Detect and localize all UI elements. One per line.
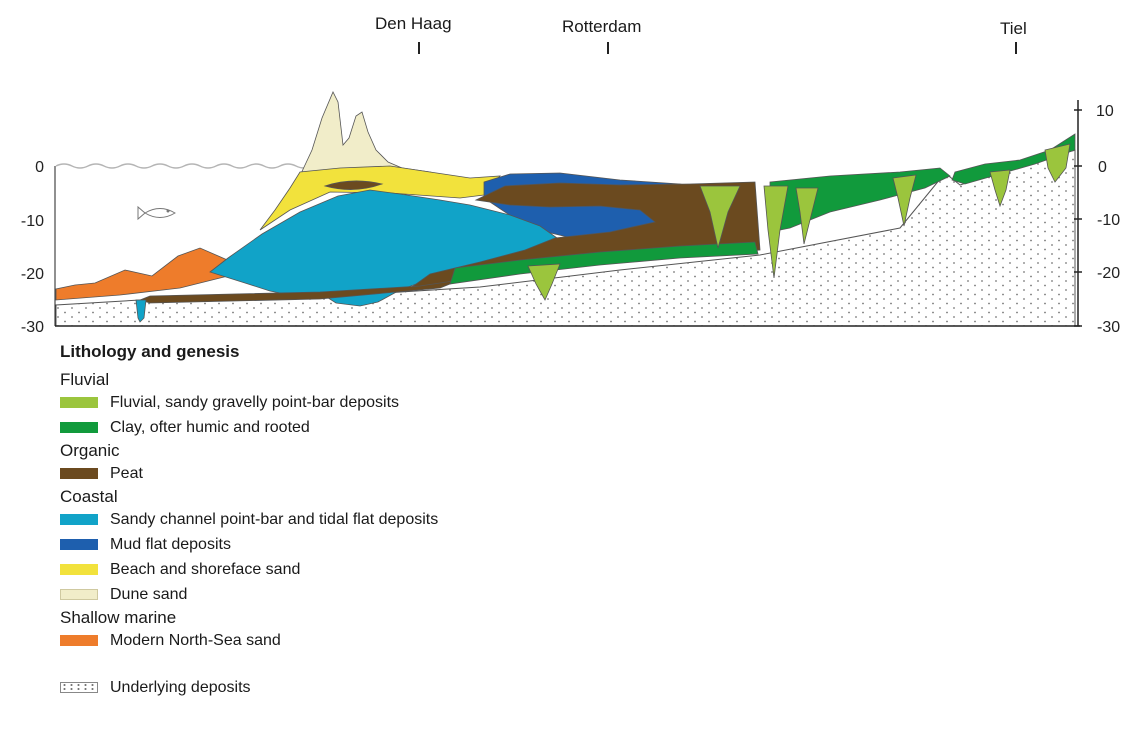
city-label-rotterdam: Rotterdam (562, 17, 642, 36)
legend-swatch (60, 539, 98, 550)
clay-rotterdam (449, 241, 759, 285)
right-tick-label: 10 (1096, 103, 1114, 120)
legend-group-organic: Organic (60, 441, 120, 460)
legend-swatch-dotted (60, 682, 98, 693)
legend-swatch (60, 635, 98, 646)
legend-label: Sandy channel point-bar and tidal flat d… (110, 510, 439, 528)
left-tick-label: -10 (21, 213, 44, 230)
right-tick-label: -10 (1097, 212, 1120, 229)
city-label-tiel: Tiel (1000, 19, 1027, 38)
peat-lens-dune (323, 180, 384, 190)
left-tick-label: -20 (21, 266, 44, 283)
fish-icon (137, 205, 176, 221)
legend-label: Modern North-Sea sand (110, 631, 281, 649)
gully-notch (135, 299, 147, 323)
clay-tiel (951, 133, 1076, 185)
right-tick-label: -20 (1097, 265, 1120, 282)
legend-group-fluvial: Fluvial (60, 370, 110, 389)
legend-group-shallow-marine: Shallow marine (60, 608, 177, 627)
legend-swatch (60, 589, 98, 600)
legend-item: Beach and shoreface sand (60, 557, 438, 582)
right-tick-label: -30 (1097, 319, 1120, 335)
legend-swatch (60, 564, 98, 575)
legend-label: Dune sand (110, 585, 188, 603)
legend-label: Peat (110, 464, 143, 482)
legend-item: Sandy channel point-bar and tidal flat d… (60, 507, 438, 532)
legend: Fluvial Fluvial, sandy gravelly point-ba… (60, 369, 438, 700)
right-axis-ticks: 10 0 -10 -20 -30 (1096, 103, 1120, 335)
legend-item: Dune sand (60, 582, 438, 607)
legend-group-coastal: Coastal (60, 487, 118, 506)
right-tick-label: 0 (1098, 159, 1107, 176)
legend-item: Mud flat deposits (60, 532, 438, 557)
legend-label: Underlying deposits (110, 678, 251, 696)
north-sea-sand (55, 247, 243, 301)
legend-item: Clay, ofter humic and rooted (60, 415, 438, 440)
right-elevation-axis (1074, 100, 1082, 327)
left-axis-ticks: 0 -10 -20 -30 (21, 159, 44, 335)
legend-swatch (60, 514, 98, 525)
legend-label: Mud flat deposits (110, 535, 231, 553)
legend-swatch (60, 468, 98, 479)
cross-section-diagram: 0 -10 -20 -30 10 0 -10 -20 -30 (21, 42, 1120, 335)
fluvial-point-bars (527, 143, 1071, 301)
legend-label: Beach and shoreface sand (110, 560, 301, 578)
legend-label: Clay, ofter humic and rooted (110, 418, 310, 436)
legend-item: Peat (60, 461, 438, 486)
legend-item-underlying: Underlying deposits (60, 675, 438, 700)
legend-title: Lithology and genesis (60, 342, 240, 361)
left-tick-label: -30 (21, 319, 44, 335)
legend-swatch (60, 397, 98, 408)
sea-surface (55, 163, 313, 169)
legend-item: Fluvial, sandy gravelly point-bar deposi… (60, 390, 438, 415)
legend-swatch (60, 422, 98, 433)
beach-shoreface-sand (259, 165, 501, 231)
left-tick-label: 0 (35, 159, 44, 176)
city-label-den-haag: Den Haag (375, 14, 452, 33)
legend-label: Fluvial, sandy gravelly point-bar deposi… (110, 393, 400, 411)
legend-item: Modern North-Sea sand (60, 628, 438, 653)
